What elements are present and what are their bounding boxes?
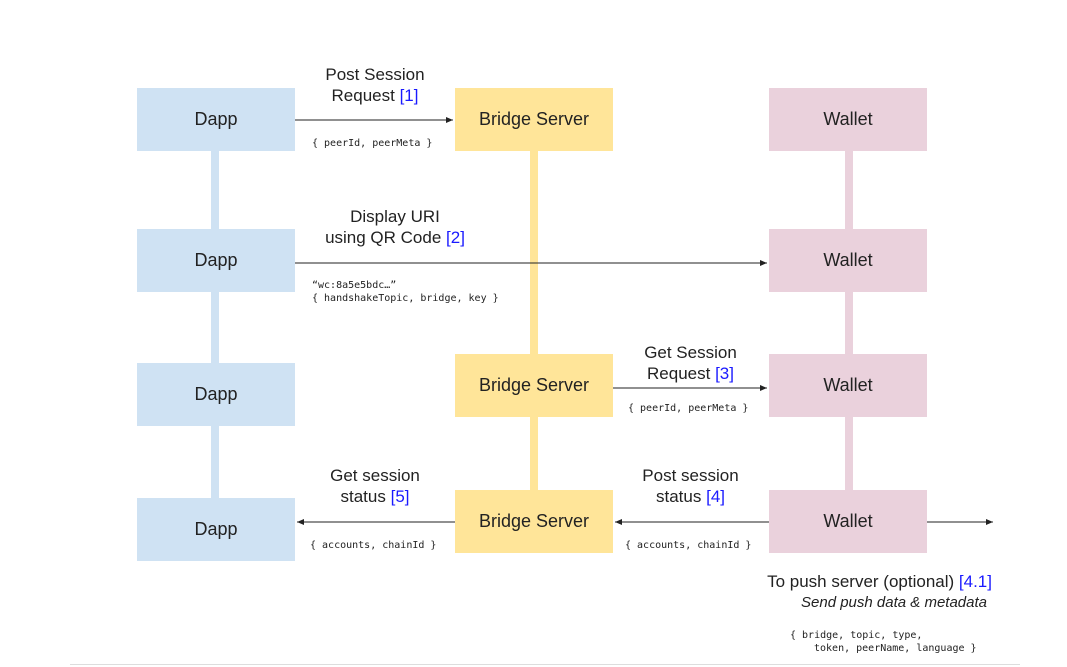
bridge-node-1: Bridge Server [455, 88, 613, 151]
bridge-label: Bridge Server [478, 109, 590, 129]
dapp-label: Dapp [194, 109, 238, 129]
wallet-node-3: Wallet [769, 354, 927, 417]
step-1-line2: Request [331, 86, 395, 105]
step-5-line2: status [340, 487, 386, 506]
step-4-1-title: To push server (optional) [4.1] [730, 571, 992, 592]
step-3-payload: { peerId, peerMeta } [628, 403, 749, 414]
dapp-node-1: Dapp [137, 88, 295, 151]
step-4-1-subtitle: Send push data & metadata [801, 594, 987, 611]
step-2-label: Display URI using QR Code [2] [300, 206, 490, 248]
step-4-1-title-text: To push server (optional) [767, 572, 955, 591]
step-3-line2: Request [647, 364, 711, 383]
bottom-divider [70, 664, 1020, 665]
step-2-line2: using QR Code [325, 228, 442, 247]
wallet-label: Wallet [823, 511, 873, 531]
dapp-node-3: Dapp [137, 363, 295, 426]
step-4-line2: status [656, 487, 702, 506]
bridge-lifeline [530, 150, 538, 492]
wallet-node-2: Wallet [769, 229, 927, 292]
step-3-line1: Get Session [644, 343, 737, 362]
dapp-label: Dapp [194, 250, 238, 270]
wallet-label: Wallet [823, 375, 873, 395]
wallet-node-1: Wallet [769, 88, 927, 151]
step-5-ref-link[interactable]: [5] [390, 487, 410, 506]
step-4-label: Post session status [4] [618, 465, 763, 507]
step-2-line1: Display URI [350, 207, 440, 226]
step-3-ref-link[interactable]: [3] [715, 364, 734, 383]
step-2-payload-fields: { handshakeTopic, bridge, key } [312, 293, 499, 304]
step-4-1-payload-line1: { bridge, topic, type, [790, 630, 923, 641]
wallet-lifeline [845, 150, 853, 492]
step-5-payload: { accounts, chainId } [310, 540, 437, 551]
step-1-payload: { peerId, peerMeta } [312, 138, 433, 149]
bridge-label: Bridge Server [478, 375, 590, 395]
step-3-label: Get Session Request [3] [618, 342, 763, 384]
dapp-label: Dapp [194, 384, 238, 404]
step-5-line1: Get session [330, 466, 420, 485]
bridge-node-3: Bridge Server [455, 490, 613, 553]
step-4-1-ref-link[interactable]: [4.1] [958, 572, 992, 591]
wallet-label: Wallet [823, 250, 873, 270]
step-1-ref-link[interactable]: [1] [399, 86, 419, 105]
step-1-line1: Post Session [325, 65, 425, 84]
bridge-node-2: Bridge Server [455, 354, 613, 417]
wallet-node-4: Wallet [769, 490, 927, 553]
step-2-ref-link[interactable]: [2] [446, 228, 465, 247]
dapp-node-4: Dapp [137, 498, 295, 561]
dapp-lifeline [211, 150, 219, 500]
step-4-payload: { accounts, chainId } [625, 540, 752, 551]
step-4-line1: Post session [642, 466, 739, 485]
dapp-node-2: Dapp [137, 229, 295, 292]
step-5-label: Get session status [5] [305, 465, 445, 507]
step-4-1-payload-line2: token, peerName, language } [814, 643, 977, 654]
bridge-label: Bridge Server [478, 511, 590, 531]
step-4-ref-link[interactable]: [4] [706, 487, 725, 506]
step-2-payload-uri: “wc:8a5e5bdc…” [312, 280, 397, 291]
wallet-label: Wallet [823, 109, 873, 129]
dapp-label: Dapp [194, 519, 238, 539]
step-1-label: Post Session Request [1] [300, 64, 450, 106]
